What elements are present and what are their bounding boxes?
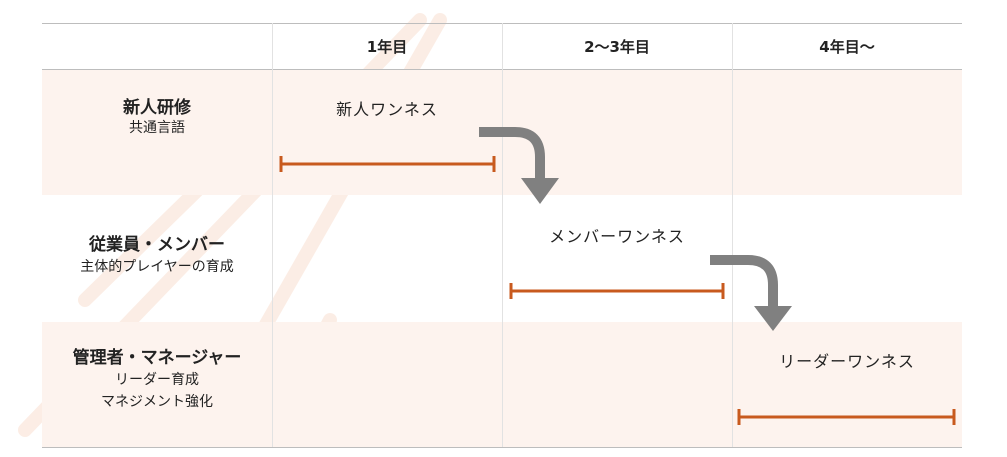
row-title: 新人研修 (123, 98, 191, 118)
row-label-new-hire: 新人研修 共通言語 (42, 97, 272, 137)
stage-label-leader: リーダーワンネス (779, 352, 915, 371)
row-subtitle: リーダー育成 (115, 372, 199, 388)
duration-bar-year2-3 (509, 283, 725, 299)
duration-bar-year1 (279, 156, 496, 172)
column-header-year4plus: 4年目～ (819, 37, 875, 56)
table-bottom-border (42, 447, 962, 448)
row-title: 従業員・メンバー (89, 235, 225, 255)
row-title: 管理者・マネージャー (72, 348, 242, 368)
arrow-down-right-icon (479, 127, 559, 204)
duration-bar-year4plus (737, 409, 956, 425)
stage-label-new-hire: 新人ワンネス (336, 100, 438, 119)
column-header-year2-3: 2～3年目 (584, 37, 650, 56)
stage-label-member: メンバーワンネス (549, 227, 685, 246)
row-label-manager: 管理者・マネージャー リーダー育成 マネジメント強化 (42, 347, 272, 413)
column-divider (502, 23, 503, 447)
column-divider (732, 23, 733, 447)
row-subtitle: 共通言語 (129, 120, 185, 136)
arrow-down-right-icon (710, 255, 792, 331)
column-header-year1: 1年目 (366, 37, 408, 56)
row-subtitle: マネジメント強化 (101, 394, 213, 410)
column-divider (272, 23, 273, 447)
row-subtitle: 主体的プレイヤーの育成 (80, 259, 234, 275)
row-label-member: 従業員・メンバー 主体的プレイヤーの育成 (42, 234, 272, 278)
